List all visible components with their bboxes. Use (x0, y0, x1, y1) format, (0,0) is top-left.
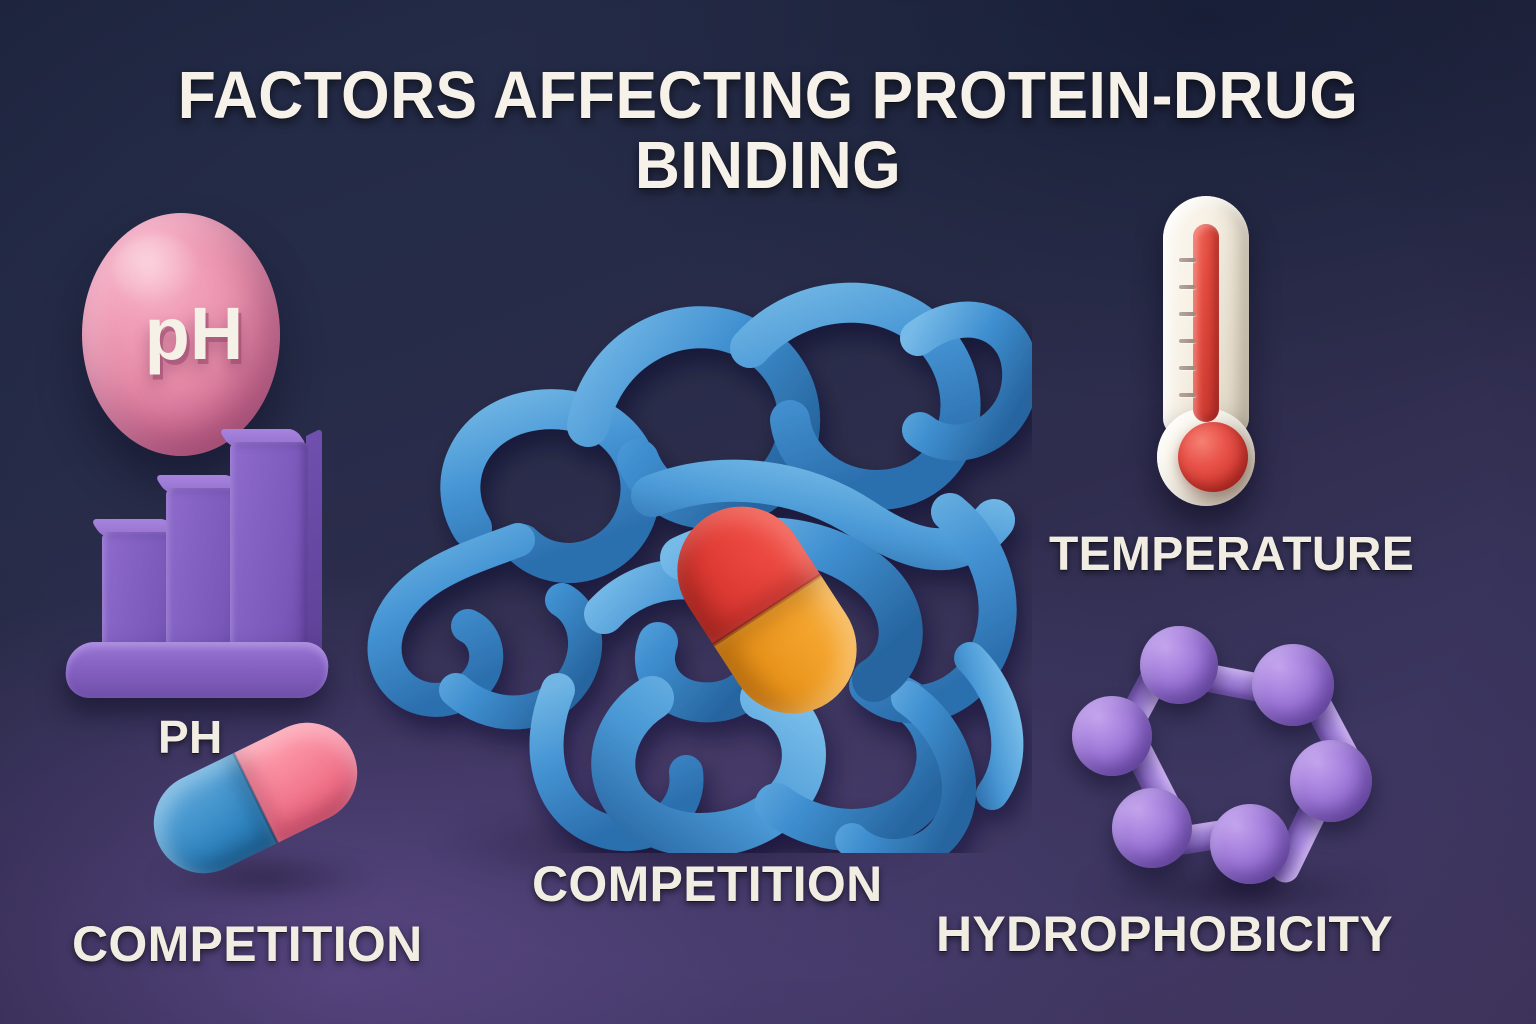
bar-chart-label: PH (158, 711, 223, 763)
bar-chart-base (63, 642, 331, 698)
competition-label-center: COMPETITION (532, 856, 883, 912)
molecule-atom-5 (1112, 788, 1192, 868)
ph-sphere-highlight (113, 234, 201, 308)
thermometer-mercury-column (1193, 224, 1219, 422)
thermometer-tick-6 (1179, 393, 1196, 397)
molecule-atom-2 (1252, 644, 1334, 726)
thermometer-mercury-bulb (1178, 422, 1248, 492)
thermometer-tick-4 (1179, 339, 1196, 343)
hydrophobicity-label: HYDROPHOBICITY (936, 906, 1394, 962)
thermometer-tick-2 (1179, 285, 1196, 289)
molecule-ring-icon (1062, 608, 1402, 888)
thermometer-tick-5 (1179, 366, 1196, 370)
bar-chart-icon (58, 428, 346, 716)
molecule-atom-4 (1210, 804, 1290, 884)
competition-label-left: COMPETITION (72, 916, 423, 972)
title-line-1: FACTORS AFFECTING PROTEIN-DRUG (177, 58, 1359, 133)
bar-3 (217, 428, 322, 660)
temperature-label: TEMPERATURE (1049, 528, 1415, 581)
thermometer-tick-1 (1179, 258, 1196, 262)
ph-sphere-label: pH (144, 291, 244, 375)
title-line-2: BINDING (634, 128, 902, 204)
page-title: FACTORS AFFECTING PROTEIN-DRUG BINDING (0, 58, 1536, 204)
ph-sphere-icon: pH (82, 213, 280, 456)
molecule-atom-6 (1072, 696, 1152, 776)
molecule-atom-1 (1140, 626, 1218, 704)
bar-3-face (230, 442, 308, 660)
molecule-atom-3 (1290, 740, 1372, 822)
thermometer-icon (1141, 196, 1271, 506)
thermometer-tick-3 (1179, 312, 1196, 316)
bar-3-side (306, 428, 322, 660)
protein-ribbon-icon (352, 228, 1032, 853)
